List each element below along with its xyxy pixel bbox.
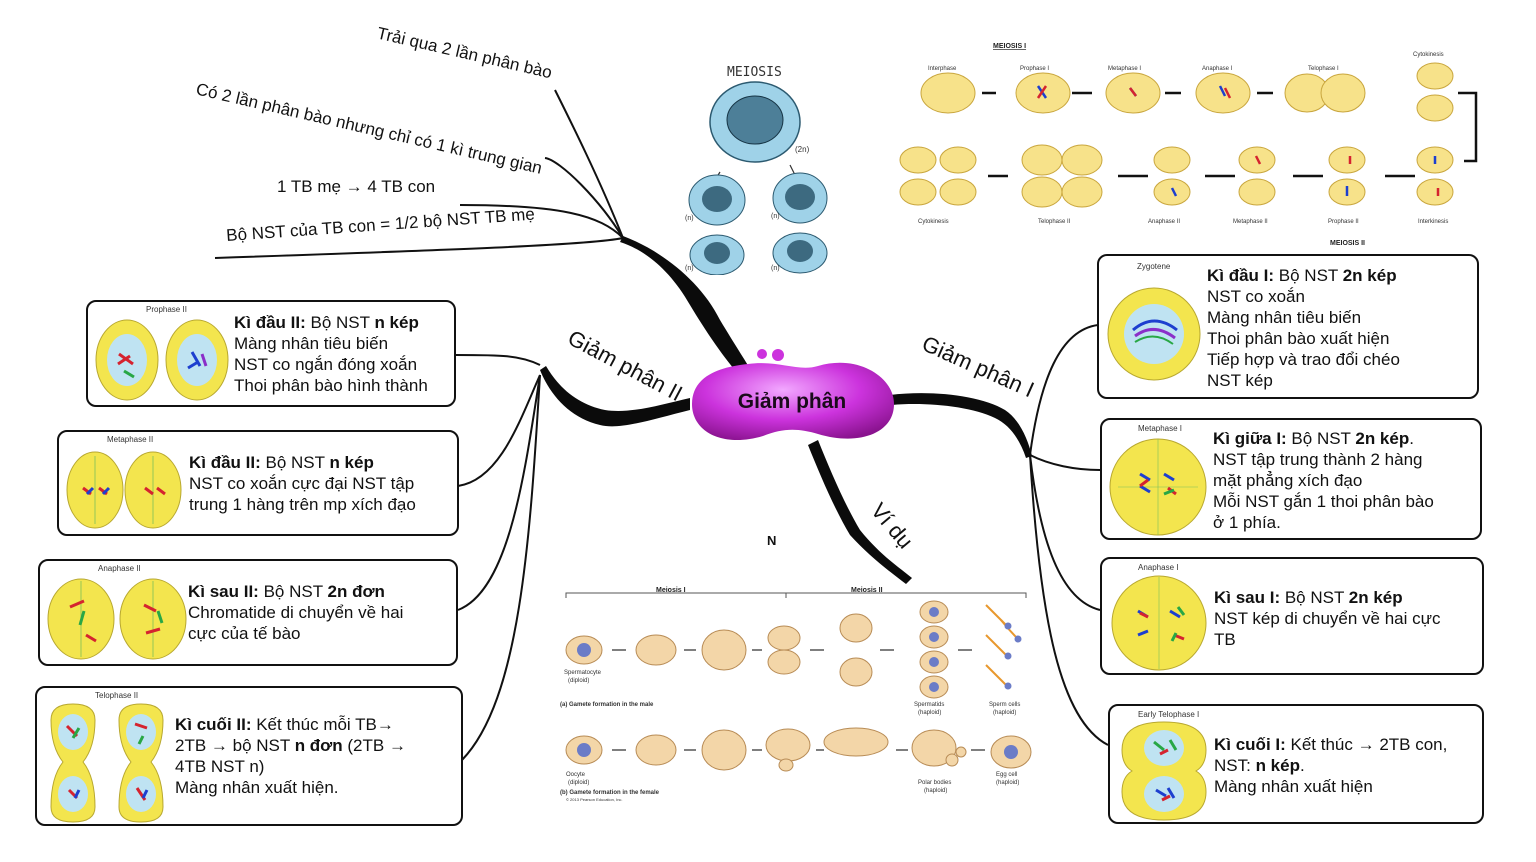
card-image-caption: Prophase II — [146, 305, 187, 314]
card-text-metaphase-ii: Kì đầu II: Bộ NST n kép NST co xoắn cực … — [189, 453, 416, 514]
svg-text:Polar bodies: Polar bodies — [918, 780, 951, 786]
card-image-caption: Telophase II — [95, 691, 139, 700]
branch-text-one-to-four: 1 TB mẹ → 4 TB con — [277, 177, 436, 196]
svg-text:Telophase I: Telophase I — [1308, 66, 1339, 72]
svg-text:Spermatocyte: Spermatocyte — [564, 670, 602, 676]
stray-mark: N — [767, 533, 777, 548]
card-metaphase-ii[interactable]: Metaphase II Kì đầu II: Bộ NST n kép NST… — [57, 430, 459, 536]
svg-text:Prophase I: Prophase I — [1020, 66, 1049, 72]
svg-text:MEIOSIS II: MEIOSIS II — [1330, 240, 1365, 247]
svg-text:(n): (n) — [771, 213, 780, 220]
card-text-prophase-ii: Kì đầu II: Bộ NST n kép Màng nhân tiêu b… — [234, 313, 428, 395]
cell-image-metaphase-ii — [66, 451, 182, 529]
card-text-anaphase-i: Kì sau I: Bộ NST 2n kép NST kép di chuyể… — [1214, 588, 1441, 649]
card-metaphase-i[interactable]: Metaphase I Kì giữa I: Bộ NST 2n kép. NS… — [1100, 418, 1482, 540]
svg-text:MEIOSIS I: MEIOSIS I — [993, 43, 1026, 50]
meiosis-stages-figure: MEIOSIS I MEIOSIS II — [890, 38, 1510, 248]
svg-text:(haploid): (haploid) — [993, 710, 1016, 716]
card-title: Kì đầu II: — [234, 313, 306, 332]
svg-text:(n): (n) — [771, 265, 780, 272]
card-image-caption: Metaphase II — [107, 435, 154, 444]
svg-text:Metaphase I: Metaphase I — [1108, 66, 1141, 72]
svg-text:Anaphase I: Anaphase I — [1202, 66, 1233, 72]
svg-text:(haploid): (haploid) — [996, 780, 1019, 786]
card-telophase-ii[interactable]: Telophase II Kì cuối II: Kết thúc mỗi TB… — [35, 686, 463, 826]
card-text-anaphase-ii: Kì sau II: Bộ NST 2n đơn Chromatide di c… — [188, 582, 404, 643]
card-image-caption: Zygotene — [1137, 262, 1171, 271]
meiosis-sketch: MEIOSIS (2n) (n) (n) (n) (n) — [675, 60, 835, 276]
card-anaphase-i[interactable]: Anaphase I Kì sau I: Bộ NST 2n kép NST k… — [1100, 557, 1484, 675]
card-anaphase-ii[interactable]: Anaphase II Kì sau II: Bộ NST 2n đơn Chr… — [38, 559, 458, 666]
card-text-metaphase-i: Kì giữa I: Bộ NST 2n kép. NST tập trung … — [1213, 429, 1434, 532]
svg-text:Cytokinesis: Cytokinesis — [918, 219, 949, 225]
svg-text:© 2013 Pearson Education, Inc.: © 2013 Pearson Education, Inc. — [566, 797, 623, 802]
svg-text:Sperm cells: Sperm cells — [989, 702, 1020, 708]
svg-text:Meiosis I: Meiosis I — [656, 587, 686, 594]
card-prophase-i[interactable]: Zygotene Kì đầu I: Bộ NST 2n kép NST co … — [1097, 254, 1479, 399]
card-prophase-ii[interactable]: Prophase II Kì đầu II: Bộ NST n kép Màng… — [86, 300, 456, 407]
cell-image-prophase-ii — [95, 319, 229, 401]
gamete-formation-figure: Meiosis I Meiosis II — [556, 580, 1036, 805]
cell-image-anaphase-ii — [47, 578, 187, 660]
svg-text:(a) Gamete formation in the ma: (a) Gamete formation in the male — [560, 702, 654, 708]
svg-text:Prophase II: Prophase II — [1328, 219, 1359, 225]
svg-text:Metaphase II: Metaphase II — [1233, 219, 1268, 225]
svg-text:Spermatids: Spermatids — [914, 702, 944, 708]
svg-text:(b) Gamete formation in the fe: (b) Gamete formation in the female — [560, 790, 660, 796]
card-text-telophase-ii: Kì cuối II: Kết thúc mỗi TB→ 2TB → bộ NS… — [175, 715, 406, 797]
svg-text:(haploid): (haploid) — [918, 710, 941, 716]
card-text-prophase-i: Kì đầu I: Bộ NST 2n kép NST co xoắn Màng… — [1207, 266, 1400, 390]
cell-image-prophase-i — [1107, 287, 1201, 381]
sketch-title: MEIOSIS — [727, 65, 782, 80]
svg-text:Oocyte: Oocyte — [566, 772, 586, 778]
card-image-caption: Anaphase II — [98, 564, 141, 573]
svg-text:(diploid): (diploid) — [568, 678, 589, 684]
svg-text:Egg cell: Egg cell — [996, 772, 1017, 778]
svg-text:(haploid): (haploid) — [924, 788, 947, 794]
cell-image-anaphase-i — [1111, 575, 1207, 671]
svg-text:Anaphase II: Anaphase II — [1148, 219, 1180, 225]
svg-text:(2n): (2n) — [795, 145, 810, 154]
card-image-caption: Early Telophase I — [1138, 710, 1200, 719]
card-image-caption: Anaphase I — [1138, 563, 1179, 572]
cell-image-telophase-ii — [50, 703, 164, 823]
cell-image-metaphase-i — [1109, 438, 1207, 536]
svg-text:Interphase: Interphase — [928, 66, 957, 72]
central-title: Giảm phân — [737, 390, 847, 413]
svg-text:Cytokinesis: Cytokinesis — [1413, 52, 1444, 58]
cell-image-telophase-i — [1121, 721, 1207, 821]
svg-text:(n): (n) — [685, 265, 694, 272]
svg-text:(n): (n) — [685, 215, 694, 222]
card-image-caption: Metaphase I — [1138, 424, 1183, 433]
card-telophase-i[interactable]: Early Telophase I Kì cuối I: Kết thúc → … — [1108, 704, 1484, 824]
svg-text:Meiosis II: Meiosis II — [851, 587, 883, 594]
central-node[interactable]: Giảm phân — [688, 342, 896, 448]
svg-text:Interkinesis: Interkinesis — [1418, 219, 1448, 225]
central-node-shape — [692, 349, 894, 441]
svg-text:(diploid): (diploid) — [568, 780, 589, 786]
svg-text:Telophase II: Telophase II — [1038, 219, 1071, 225]
card-text-telophase-i: Kì cuối I: Kết thúc → 2TB con, NST: n ké… — [1214, 735, 1448, 796]
